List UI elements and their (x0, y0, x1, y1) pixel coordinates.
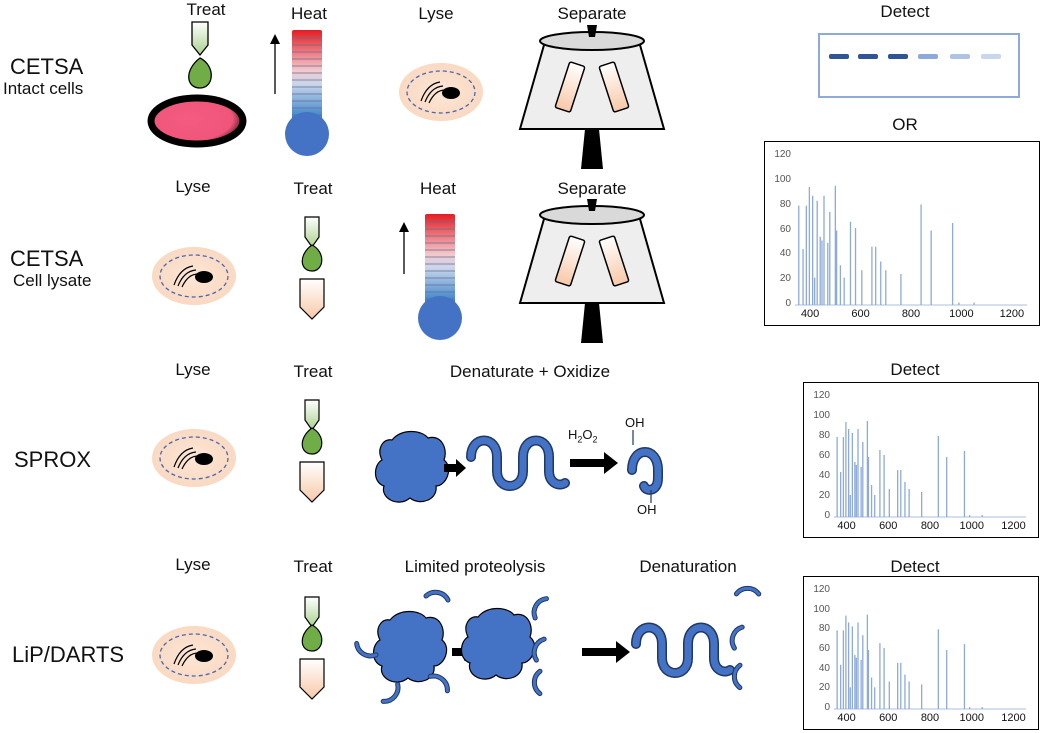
oh-label-top: OH (625, 415, 645, 430)
y-tick-label: 0 (824, 702, 830, 713)
step-label-lyse: Lyse (175, 360, 211, 379)
right-arrow-icon (570, 452, 618, 474)
y-tick-label: 0 (785, 298, 791, 309)
up-arrow-icon (399, 222, 409, 274)
x-tick-label: 1000 (959, 520, 984, 532)
right-arrow-icon (582, 641, 630, 663)
unfolded-protein-icon (471, 441, 565, 487)
y-tick-label: 40 (818, 470, 830, 481)
mass-spectrum-chart-1: 0 20 40 60 80 100 120 400 600 800 1000 1200 (764, 141, 1040, 326)
spectrum-plot (795, 185, 1027, 306)
step-label-limited-proteolysis: Limited proteolysis (404, 557, 546, 576)
y-tick-label: 20 (818, 682, 830, 694)
step-label-treat: Treat (293, 362, 333, 381)
x-tick-label: 400 (837, 520, 856, 532)
step-label-separate: Separate (557, 4, 627, 23)
x-tick-label: 1000 (959, 712, 984, 724)
cleaved-protein-icon (460, 596, 547, 694)
y-tick-label: 60 (818, 450, 830, 461)
cell-icon (151, 625, 237, 685)
step-label-heat: Heat (420, 179, 456, 198)
centrifuge-icon (519, 198, 665, 344)
step-label-treat: Treat (186, 0, 226, 19)
step-label-treat: Treat (293, 179, 333, 198)
row-cetsa-intact-subtitle: Intact cells (3, 79, 84, 98)
mass-spectrum-chart-2: 0 20 40 60 80 100 120 400 600 800 1000 1200 (803, 382, 1039, 538)
y-tick-label: 100 (813, 410, 830, 421)
spectrum-plot (834, 421, 1026, 518)
y-tick-label: 120 (813, 584, 830, 595)
detect-label-1: Detect (880, 2, 930, 21)
x-tick-label: 800 (920, 520, 940, 532)
row-cetsa-lysate-subtitle: Cell lysate (13, 271, 92, 290)
unfolded-protein-icon (636, 628, 730, 674)
x-tick-label: 1200 (1001, 712, 1026, 724)
step-label-treat: Treat (293, 557, 333, 576)
step-label-denaturation: Denaturation (639, 557, 737, 576)
y-tick-label: 120 (813, 390, 830, 401)
western-blot-icon (818, 33, 1020, 98)
detect-label-3: Detect (890, 557, 940, 576)
cell-icon (398, 62, 484, 122)
y-tick-label: 80 (818, 623, 830, 635)
x-tick-label: 1200 (1001, 520, 1026, 532)
y-tick-label: 80 (818, 430, 830, 441)
pipette-tip-icon (188, 21, 212, 89)
x-tick-label: 600 (879, 520, 898, 532)
y-tick-label: 80 (779, 198, 791, 210)
spectrum-plot (834, 614, 1026, 710)
step-label-lyse: Lyse (175, 555, 211, 574)
y-tick-label: 20 (779, 273, 791, 285)
culture-dish-icon (147, 94, 247, 148)
row-cetsa-intact-title: CETSA (10, 54, 84, 79)
mass-spectrum-chart-3: 0 20 40 60 80 100 120 400 600 800 1000 1200 (803, 576, 1039, 730)
y-tick-label: 120 (774, 149, 791, 160)
thermometer-icon (284, 29, 330, 157)
step-label-lyse: Lyse (418, 4, 454, 23)
folded-protein-icon (374, 430, 450, 503)
centrifuge-icon (519, 24, 665, 170)
x-tick-label: 600 (851, 308, 870, 320)
pipette-tube-icon (299, 399, 325, 503)
x-tick-label: 1000 (949, 308, 974, 320)
step-label-separate: Separate (557, 179, 627, 198)
oxidized-protein-icon (627, 430, 663, 503)
x-tick-label: 800 (901, 308, 921, 320)
oh-label-bottom: OH (637, 502, 657, 517)
pipette-tube-icon (299, 216, 325, 320)
up-arrow-icon (270, 34, 280, 94)
y-tick-label: 0 (824, 510, 830, 521)
cell-icon (151, 246, 237, 306)
peptide-fragments-icon (731, 586, 759, 688)
cell-icon (151, 428, 237, 488)
or-label: OR (892, 115, 918, 134)
y-tick-label: 60 (818, 643, 830, 654)
x-tick-label: 1200 (999, 308, 1025, 320)
pipette-tube-icon (299, 596, 325, 700)
x-tick-label: 800 (920, 712, 940, 724)
step-label-denaturate-oxidize: Denaturate + Oxidize (449, 362, 611, 381)
row-cetsa-lysate-title: CETSA (10, 246, 84, 271)
x-tick-label: 400 (800, 308, 820, 320)
protein-with-fragments-icon (354, 592, 451, 705)
step-label-lyse: Lyse (175, 177, 211, 196)
step-label-heat: Heat (291, 4, 327, 23)
y-tick-label: 100 (813, 603, 830, 615)
y-tick-label: 60 (779, 223, 791, 235)
row-sprox-title: SPROX (14, 447, 92, 472)
h2o2-label: H2O2 (568, 427, 598, 445)
y-tick-label: 40 (818, 662, 830, 674)
detect-label-2: Detect (890, 360, 940, 379)
x-tick-label: 600 (879, 712, 898, 724)
row-lip-darts-title: LiP/DARTS (12, 642, 125, 667)
thermometer-icon (417, 213, 463, 341)
y-tick-label: 40 (779, 248, 791, 260)
y-tick-label: 100 (774, 173, 791, 185)
x-tick-label: 400 (837, 712, 856, 724)
y-tick-label: 20 (818, 490, 830, 501)
